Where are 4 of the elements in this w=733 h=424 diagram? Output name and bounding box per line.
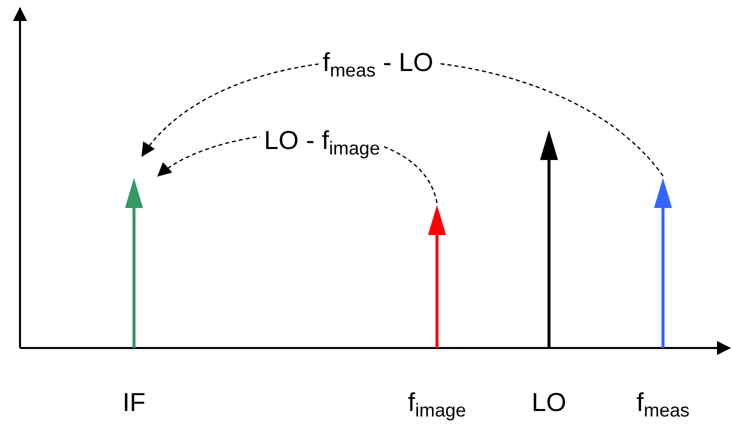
spectral-line-arrow <box>538 130 560 348</box>
spectral-line-arrow <box>426 205 448 348</box>
spectral-line-arrow <box>123 178 145 348</box>
spectral-line-arrow <box>652 178 674 348</box>
